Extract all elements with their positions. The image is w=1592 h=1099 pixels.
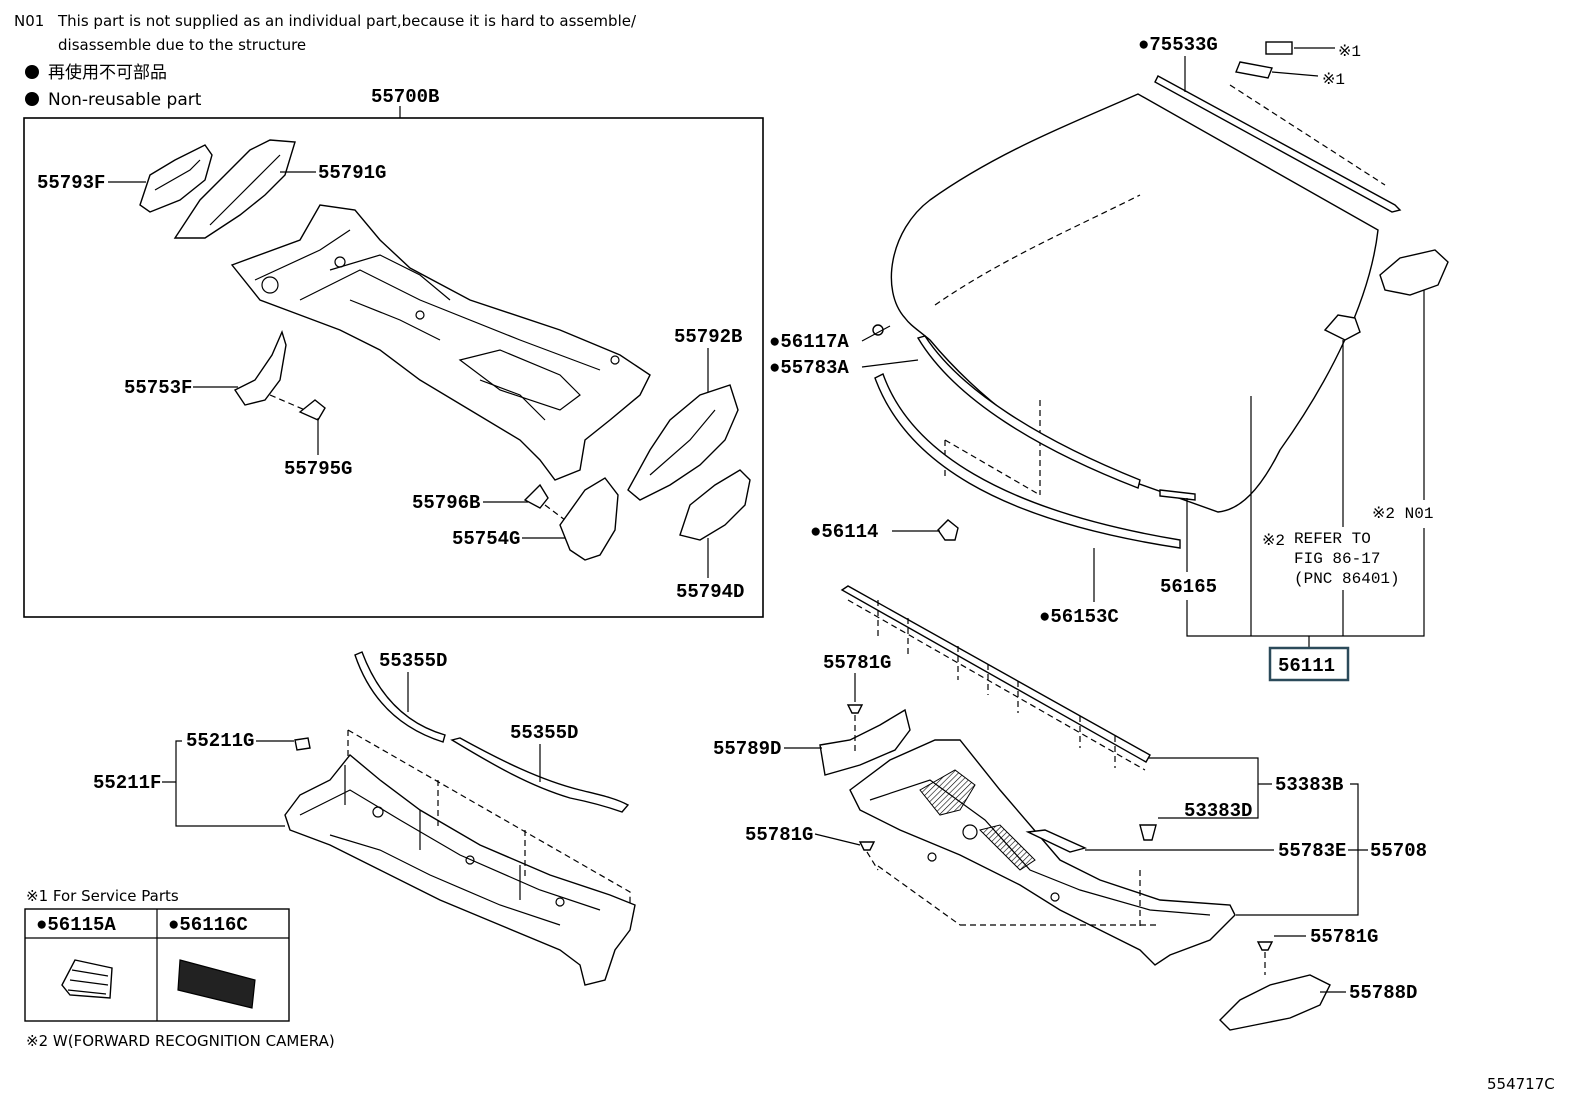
label-55355D-b: 55355D (510, 722, 578, 744)
label-55783A: ●55783A (769, 357, 849, 379)
label-55708: 55708 (1370, 840, 1427, 862)
refer-line1: REFER TO (1294, 530, 1371, 548)
part-56165 (1159, 489, 1196, 501)
service-part-a-label: ●56115A (36, 914, 116, 936)
part-55753F (233, 329, 287, 406)
n01-mark: ※2 N01 (1372, 505, 1433, 523)
label-55781G-b: 55781G (745, 824, 813, 846)
label-56153C: ●56153C (1039, 606, 1119, 628)
label-53383D: 53383D (1184, 800, 1252, 822)
part-55788D (1219, 974, 1331, 1031)
label-55788D: 55788D (1349, 982, 1417, 1004)
part-55783E (1025, 829, 1088, 853)
label-55795G: 55795G (284, 458, 352, 480)
label-56114: ●56114 (810, 521, 878, 543)
label-56111: 56111 (1278, 655, 1335, 677)
assembly-55700B-frame (23, 117, 764, 618)
mark-1a: ※1 (1338, 43, 1361, 61)
service-parts-title: ※1 For Service Parts (26, 887, 179, 905)
label-56165: 56165 (1160, 576, 1217, 598)
label-55753F: 55753F (124, 377, 192, 399)
label-55789D: 55789D (713, 738, 781, 760)
part-55783A (916, 335, 1141, 489)
clip-55781G-a (846, 704, 864, 714)
part-56111-box (1268, 646, 1350, 682)
non-reusable-en: Non-reusable part (48, 90, 202, 110)
label-55792B: 55792B (674, 326, 742, 348)
label-55783E: 55783E (1278, 840, 1346, 862)
clip-55211G (294, 737, 311, 751)
part-53383B-seal (840, 585, 1151, 763)
label-55791G: 55791G (318, 162, 386, 184)
part-56153C (874, 373, 1181, 549)
bullet-dot-icon (25, 65, 39, 79)
part-56114 (937, 519, 959, 541)
part-55796B (523, 483, 549, 509)
service-part-a-image (61, 959, 113, 999)
refer-line3: (PNC 86401) (1294, 570, 1400, 588)
service-part-b-image (177, 959, 256, 1009)
label-53383B: 53383B (1275, 774, 1343, 796)
label-55355D-a: 55355D (379, 650, 447, 672)
part-clip-icon (1235, 61, 1273, 79)
label-55700B: 55700B (371, 86, 439, 108)
label-55793F: 55793F (37, 172, 105, 194)
bullet-dot-icon (25, 92, 39, 106)
part-55795G (298, 399, 326, 421)
part-55355D-a (354, 651, 446, 743)
cowl-louver-part (849, 739, 1236, 966)
part-55791G (173, 139, 296, 239)
part-55794D (679, 469, 751, 541)
clip-55781G-c (1256, 941, 1274, 951)
label-75533G: ●75533G (1138, 34, 1218, 56)
n01-code: N01 (14, 12, 44, 30)
label-55211G: 55211G (186, 730, 254, 752)
label-55211F: 55211F (93, 772, 161, 794)
mark-1b: ※1 (1322, 71, 1345, 89)
clip-53383D (1139, 824, 1157, 841)
service-part-b-label: ●56116C (168, 914, 248, 936)
refer-line2: FIG 86-17 (1294, 550, 1380, 568)
part-55792B (627, 384, 739, 501)
label-55781G-c: 55781G (1310, 926, 1378, 948)
n01-text-line2: disassemble due to the structure (58, 36, 306, 54)
label-55754G: 55754G (452, 528, 520, 550)
figure-id: 554717C (1487, 1075, 1555, 1093)
footnote-2: ※2 W(FORWARD RECOGNITION CAMERA) (26, 1032, 335, 1050)
part-55355D-b (450, 737, 630, 813)
part-bracket-small (1323, 314, 1361, 341)
cowl-panel-part (230, 204, 651, 481)
cowl-lower-panel-part (284, 754, 636, 986)
clip-55781G-b (858, 841, 876, 851)
label-56117A: ●56117A (769, 331, 849, 353)
windshield-glass-part (890, 84, 1386, 513)
part-camera-bracket (1379, 249, 1449, 296)
label-55796B: 55796B (412, 492, 480, 514)
part-55754G (559, 477, 619, 561)
n01-text-line1: This part is not supplied as an individu… (57, 12, 637, 30)
part-clip-icon (1265, 41, 1293, 55)
label-55781G-a: 55781G (823, 652, 891, 674)
label-55794D: 55794D (676, 581, 744, 603)
part-55789D (819, 708, 911, 776)
part-75533G (1154, 75, 1402, 213)
refer-mark: ※2 (1262, 532, 1285, 550)
non-reusable-jp: 再使用不可部品 (48, 62, 167, 83)
